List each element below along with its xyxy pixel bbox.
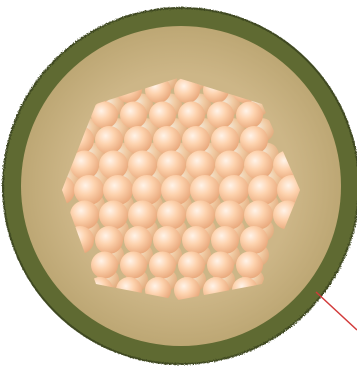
sphere	[120, 102, 147, 129]
sphere	[182, 126, 210, 154]
sphere	[95, 126, 123, 154]
sphere	[128, 151, 157, 180]
sphere	[211, 226, 239, 254]
sphere	[240, 226, 268, 254]
sphere	[120, 252, 147, 279]
sphere	[219, 175, 249, 205]
sphere	[149, 102, 176, 129]
sphere	[244, 201, 273, 230]
sphere	[178, 252, 205, 279]
sphere	[124, 226, 152, 254]
sphere	[207, 252, 234, 279]
sphere	[153, 126, 181, 154]
sphere	[99, 151, 128, 180]
sphere	[149, 252, 176, 279]
sphere	[157, 201, 186, 230]
sphere	[186, 201, 215, 230]
sphere	[161, 175, 191, 205]
sphere	[74, 175, 104, 205]
sphere	[236, 102, 263, 129]
sphere	[99, 201, 128, 230]
sphere	[91, 252, 118, 279]
sphere	[207, 102, 234, 129]
sphere	[244, 151, 273, 180]
sphere	[236, 252, 263, 279]
sphere	[211, 126, 239, 154]
sphere	[182, 226, 210, 254]
sphere	[215, 151, 244, 180]
sphere	[215, 201, 244, 230]
pointer-line	[316, 292, 357, 330]
sphere	[153, 226, 181, 254]
sphere	[240, 126, 268, 154]
sphere	[178, 102, 205, 129]
sphere	[124, 126, 152, 154]
sphere	[186, 151, 215, 180]
sphere	[103, 175, 133, 205]
sphere	[157, 151, 186, 180]
sphere	[132, 175, 162, 205]
sphere	[128, 201, 157, 230]
sphere	[248, 175, 278, 205]
sphere	[95, 226, 123, 254]
sphere	[190, 175, 220, 205]
